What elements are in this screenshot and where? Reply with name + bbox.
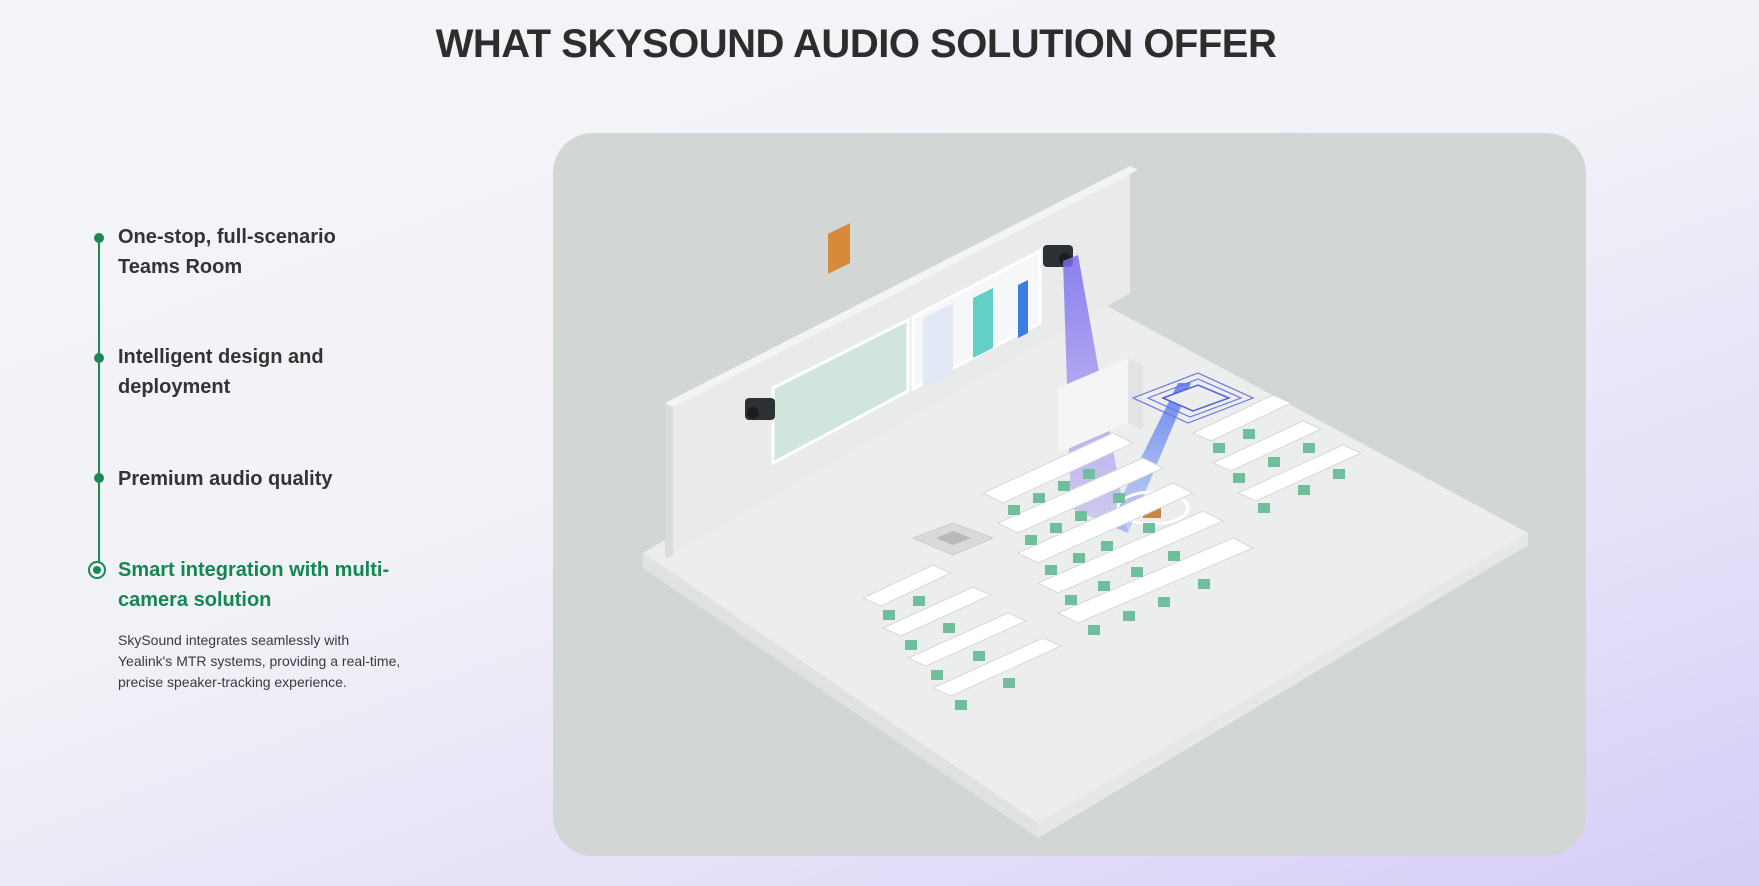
- right-display-tiles: [973, 288, 993, 358]
- seats-front-left: [883, 596, 1015, 710]
- feature-label: One-stop, full-scenario Teams Room: [118, 226, 336, 278]
- timeline-line: [98, 237, 100, 571]
- timeline-dot: [94, 353, 104, 363]
- right-display-panel: [923, 303, 953, 388]
- seats-center: [1008, 469, 1210, 635]
- timeline-dot: [94, 473, 104, 483]
- floor-side-left: [643, 553, 1038, 838]
- floor-side-right: [1038, 533, 1528, 838]
- seats-right: [1213, 429, 1345, 513]
- feature-label: Premium audio quality: [118, 468, 333, 490]
- feature-label: Intelligent design and deployment: [118, 346, 324, 398]
- left-camera-icon: [745, 398, 775, 420]
- lectern-side: [1128, 358, 1143, 430]
- ceiling-microphone-icon: [1131, 372, 1255, 424]
- feature-label: Smart integration with multi- camera sol…: [118, 559, 390, 611]
- feature-list: One-stop, full-scenario Teams Room Intel…: [84, 0, 444, 886]
- floor-microphone-icon: [911, 522, 995, 556]
- desk-block-right: [1191, 394, 1363, 502]
- left-display: [771, 317, 910, 466]
- timeline-dot: [94, 233, 104, 243]
- desk-block-front-left: [861, 564, 1063, 697]
- feature-description: SkySound integrates seamlessly with Yeal…: [118, 632, 401, 690]
- lectern: [1058, 358, 1128, 453]
- page-title: WHAT SKYSOUND AUDIO SOLUTION OFFER: [435, 22, 1277, 66]
- timeline-dot-active: [88, 561, 106, 579]
- back-wall-top: [665, 166, 1138, 407]
- back-wall-edge: [665, 401, 673, 558]
- right-display-buttons: [1018, 280, 1028, 338]
- presenter-figure: [828, 223, 850, 274]
- classroom-illustration-panel: [553, 133, 1586, 856]
- classroom-illustration: [643, 166, 1528, 838]
- desk-block-center: [981, 432, 1255, 624]
